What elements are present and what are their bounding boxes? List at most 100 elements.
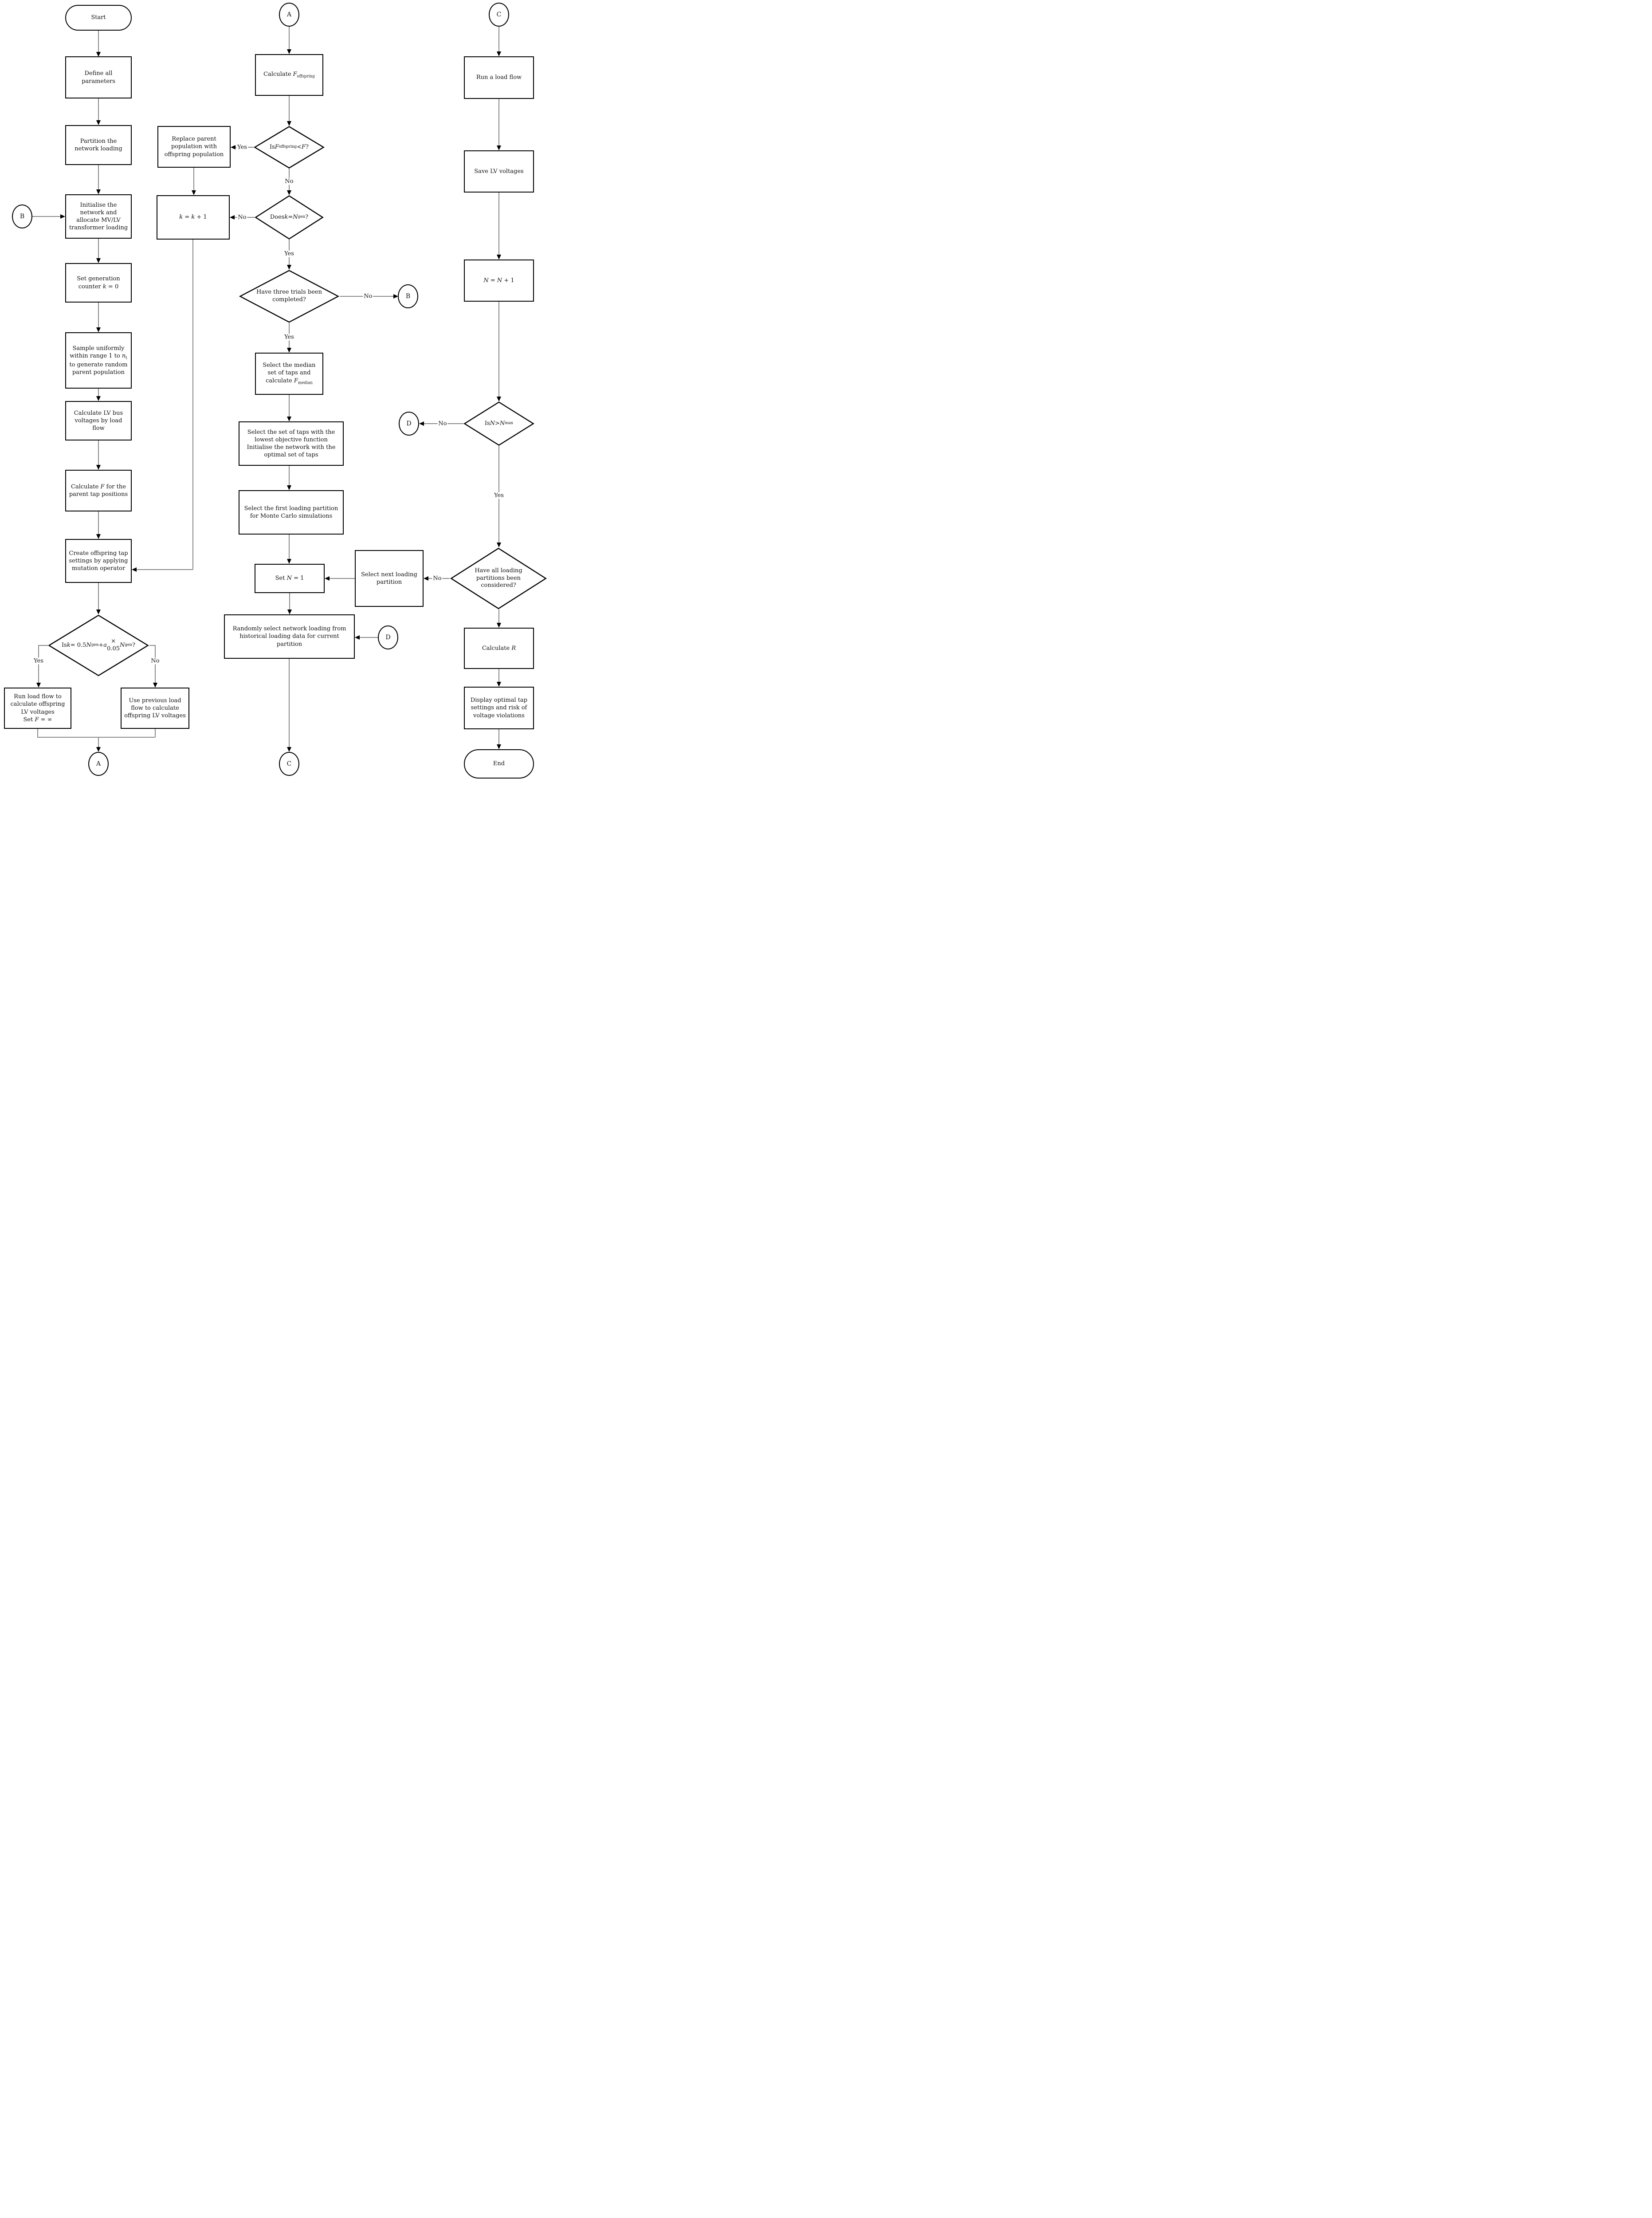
diamond-shape [255,195,324,240]
diamond-shape [463,401,534,446]
flow-line [289,27,290,50]
flow-line [289,659,290,747]
node-start: Start [65,5,132,31]
node-select-lowest: Select the set of taps with the lowest o… [239,421,344,466]
arrow-left-icon [231,145,235,149]
flow-line [37,737,155,738]
flow-line [98,98,99,121]
node-increment-n-label: N = N + 1 [483,277,514,284]
node-end-label: End [493,760,505,767]
node-initialise-network: Initialise the network and allocate MV/L… [65,194,132,239]
node-increment-k: k = k + 1 [157,195,230,240]
arrow-right-icon [393,294,398,299]
connector-b-right-label: B [405,293,411,300]
flow-line [98,389,99,397]
node-run-load-flow-offspring: Run load flow to calculate offspring LV … [4,688,71,729]
flow-line [98,737,99,747]
node-display-optimal: Display optimal tap settings and risk of… [464,687,534,729]
flow-line [498,729,499,745]
node-replace-parent-label: Replace parent population with offspring… [164,136,224,158]
arrow-down-icon [96,189,101,194]
connector-b-right: B [398,284,418,308]
node-replace-parent: Replace parent population with offspring… [157,126,231,168]
node-set-generation-counter: Set generation counter k = 0 [65,263,132,303]
connector-c-top-label: C [496,11,502,18]
flow-line [98,239,99,259]
arrow-down-icon [96,610,101,614]
arrow-down-icon [287,417,291,421]
node-sample-uniformly-label: Sample uniformly within range 1 to nt to… [69,345,128,376]
node-increment-n: N = N + 1 [464,260,534,302]
edge-label-yes: Yes [33,657,44,665]
node-run-load-flow: Run a load flow [464,56,534,99]
edge-label-yes: Yes [283,334,295,341]
flow-line [498,193,499,255]
connector-d-middle: D [378,625,398,649]
node-calculate-lv-bus: Calculate LV bus voltages by load flow [65,401,132,440]
connector-a-top: A [279,3,299,27]
flow-line [98,440,99,465]
flow-line [149,645,155,646]
arrow-down-icon [153,683,157,688]
arrow-down-icon [287,121,291,126]
arrow-down-icon [287,559,291,564]
edge-label-yes: Yes [236,144,248,151]
flow-line [193,168,194,191]
flow-line [98,165,99,190]
node-partition-loading-label: Partition the network loading [75,138,122,152]
node-calculate-lv-bus-label: Calculate LV bus voltages by load flow [74,409,123,432]
node-increment-k-label: k = k + 1 [179,214,207,221]
flow-line [32,216,61,217]
connector-a-bottom-label: A [96,760,101,767]
arrow-down-icon [287,190,291,195]
arrow-down-icon [287,265,291,270]
node-select-median-label: Select the median set of taps and calcul… [263,362,316,385]
connector-b-left: B [12,204,32,228]
arrow-left-icon [355,635,360,640]
node-save-lv-voltages-label: Save LV voltages [474,168,524,175]
arrow-down-icon [497,744,501,749]
edge-label-no: No [363,293,373,300]
arrow-down-icon [497,146,501,150]
connector-d-right: D [399,412,419,436]
arrow-down-icon [192,190,196,195]
arrow-left-icon [325,576,330,581]
diamond-shape [450,547,547,610]
decision-all-partitions-label: Have all loading partitions been conside… [475,567,522,589]
node-use-previous-load-flow: Use previous load flow to calculate offs… [121,688,189,729]
arrow-down-icon [96,120,101,125]
edge-label-no: No [437,420,448,427]
flow-line [98,303,99,328]
node-save-lv-voltages: Save LV voltages [464,150,534,193]
flow-line [39,645,49,646]
node-create-offspring-label: Create offspring tap settings by applyin… [69,550,128,572]
decision-three-trials: Have three trials been completed? [239,270,340,323]
edge-label-yes: Yes [493,492,505,499]
arrow-down-icon [497,623,501,628]
flow-line [359,637,378,638]
flow-line [192,240,193,570]
node-run-load-flow-label: Run a load flow [476,74,522,81]
node-calculate-f-offspring: Calculate Foffspring [255,54,323,96]
flow-line [98,583,99,610]
flow-line [155,729,156,737]
arrow-down-icon [96,258,101,263]
flow-line [37,729,38,737]
node-select-first-partition-label: Select the first loading partition for M… [244,505,338,519]
connector-a-top-label: A [286,11,292,18]
flow-line [289,466,290,486]
flow-line [136,569,193,570]
edge-label-no: No [150,657,161,665]
flow-line [98,31,99,52]
flowchart-canvas: Start Define all parameters Partition th… [0,0,551,780]
arrow-left-icon [424,576,428,581]
arrow-left-icon [132,567,137,572]
flow-line [498,27,499,52]
arrow-down-icon [287,747,291,752]
connector-c-top: C [489,3,509,27]
diamond-shape [47,614,149,676]
